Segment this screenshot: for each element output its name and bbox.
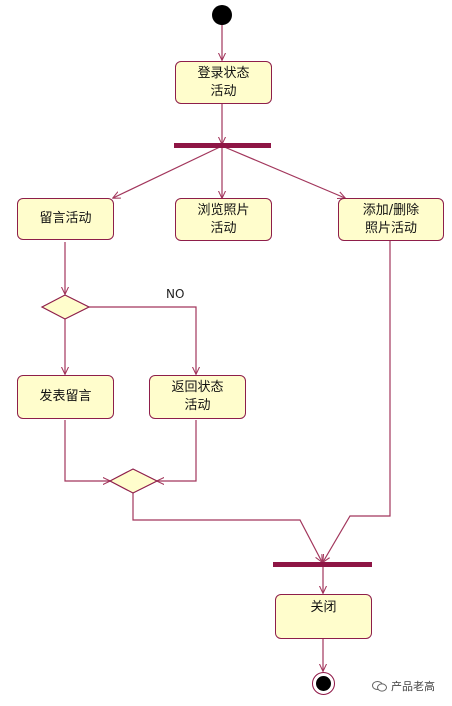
node-browse-photos-activity: 浏览照片 活动 [175, 198, 272, 241]
edge-merge-to-join [132, 493, 322, 562]
final-node-core [316, 676, 331, 691]
final-node [312, 672, 335, 695]
node-return-state-activity: 返回状态 活动 [149, 375, 246, 419]
initial-node [212, 5, 232, 25]
edge-add-delete-to-join [323, 240, 391, 562]
node-login-activity: 登录状态 活动 [175, 61, 272, 104]
edge-fork-to-add-delete [221, 145, 345, 198]
edge-return-state-to-merge [157, 420, 197, 481]
merge-diamond [108, 468, 159, 494]
fork-bar [174, 143, 271, 148]
decision-diamond [40, 294, 91, 320]
node-close: 关闭 [275, 594, 372, 639]
node-leave-message-activity: 留言活动 [17, 198, 114, 240]
edge-post-message-to-merge [64, 420, 110, 481]
node-add-delete-photos-activity: 添加/删除 照片活动 [338, 198, 444, 241]
watermark-text: 产品老高 [391, 680, 435, 693]
node-post-message: 发表留言 [17, 375, 114, 419]
wechat-icon [372, 680, 387, 692]
guard-label-no: NO [166, 287, 185, 301]
edge-decision-no-to-return-state [89, 306, 196, 374]
join-bar [273, 562, 372, 567]
watermark: 产品老高 [372, 678, 435, 694]
edge-fork-to-leave-message [113, 145, 223, 198]
